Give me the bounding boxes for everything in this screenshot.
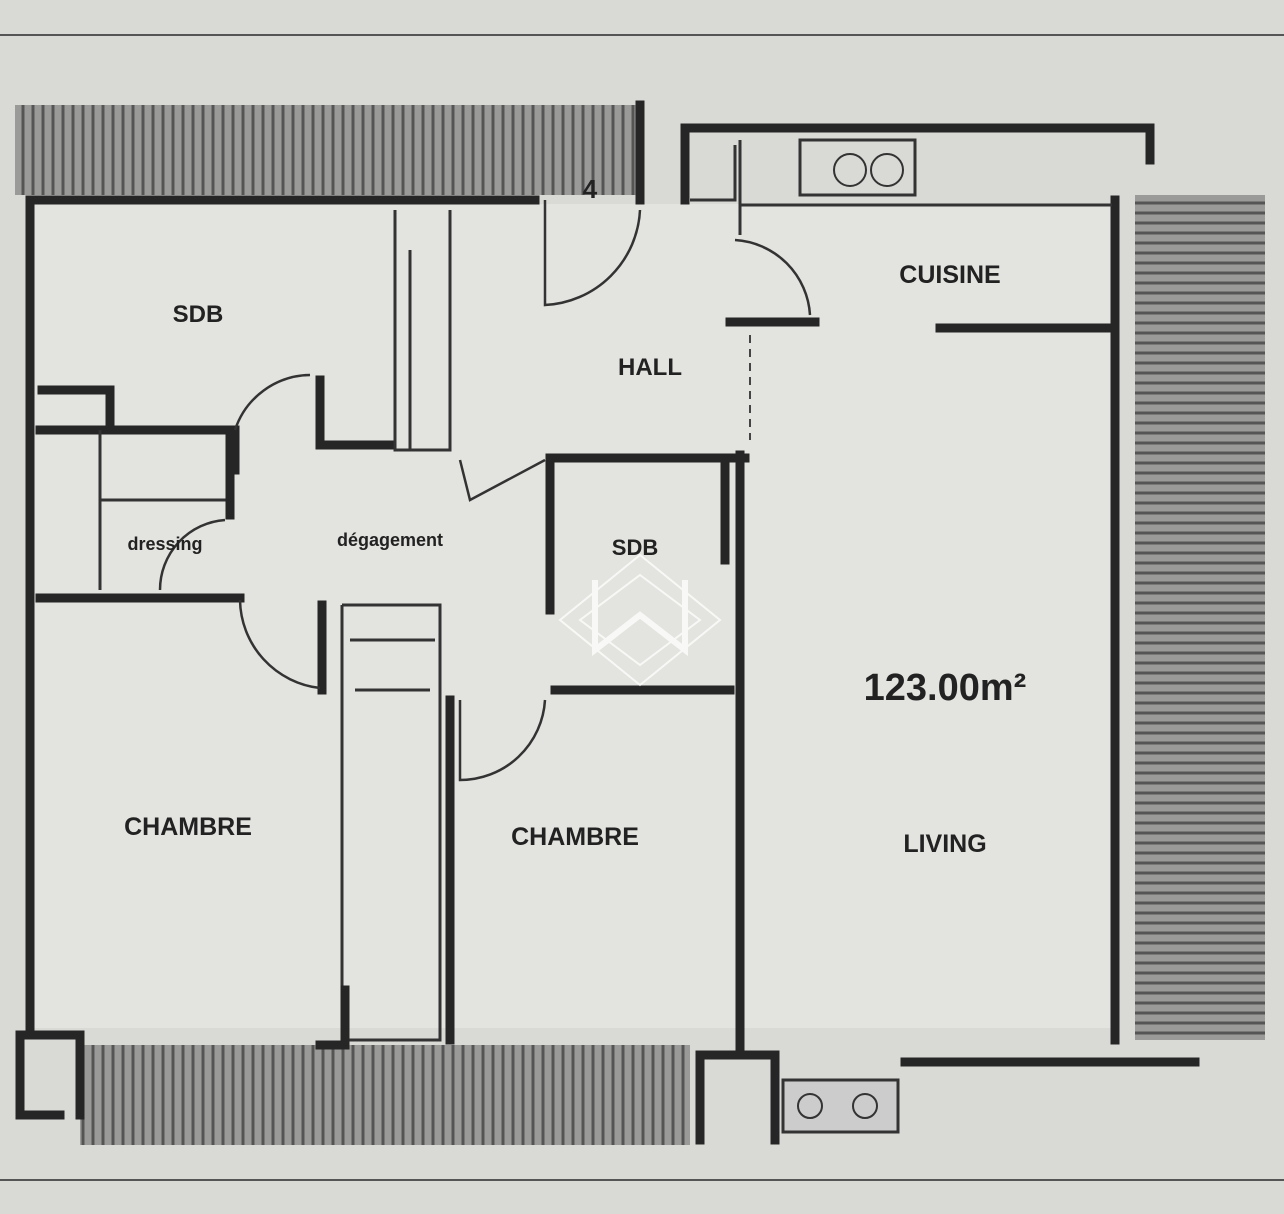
room-label-hall: HALL	[618, 354, 682, 381]
room-label-dressing: dressing	[127, 534, 202, 554]
room-label-cuisine: CUISINE	[899, 261, 1000, 289]
kitchen-sink-icon	[798, 138, 917, 197]
room-label-living: LIVING	[903, 830, 986, 858]
balcony-bottom	[80, 1045, 690, 1145]
total-area: 123.00m²	[864, 667, 1027, 709]
room-label-degagement: dégagement	[337, 530, 443, 550]
room-label-sdb: SDB	[173, 301, 224, 328]
balcony-top	[15, 105, 640, 195]
balcony-right	[1135, 195, 1265, 1040]
floor-area	[34, 204, 1112, 1028]
door-swings	[158, 200, 812, 782]
outdoor-unit-icon	[781, 1078, 900, 1134]
room-label-sdb-2: SDB	[612, 535, 658, 560]
watermark-logo	[558, 553, 722, 687]
room-label-chambre-1: CHAMBRE	[124, 813, 252, 841]
room-label-chambre-2: CHAMBRE	[511, 823, 639, 851]
unit-number: 4	[583, 174, 598, 204]
